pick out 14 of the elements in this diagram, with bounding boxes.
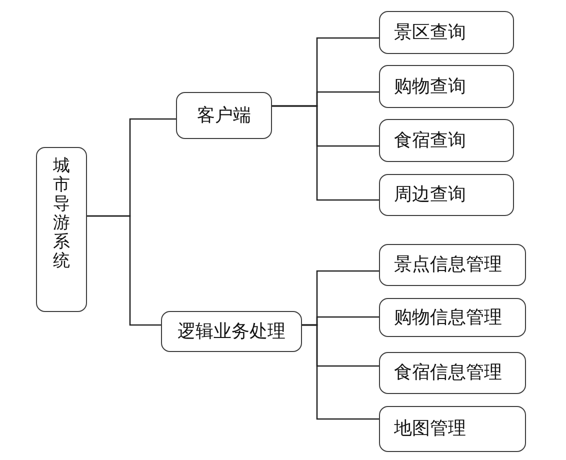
module-box: 逻辑业务处理 xyxy=(161,311,302,352)
system-box: 城市导游系统 xyxy=(36,147,87,312)
function-box: 周边查询 xyxy=(379,174,514,216)
function-box: 景点信息管理 xyxy=(379,244,526,286)
function-box: 食宿查询 xyxy=(379,119,514,162)
connector-line xyxy=(87,215,161,326)
module-box: 客户端 xyxy=(176,92,272,139)
function-box: 地图管理 xyxy=(379,406,526,452)
function-box: 景区查询 xyxy=(379,11,514,54)
connector-line xyxy=(302,324,379,420)
function-box: 购物信息管理 xyxy=(379,298,526,337)
function-box: 购物查询 xyxy=(379,65,514,108)
function-box: 食宿信息管理 xyxy=(379,352,526,394)
connector-line xyxy=(272,105,379,201)
